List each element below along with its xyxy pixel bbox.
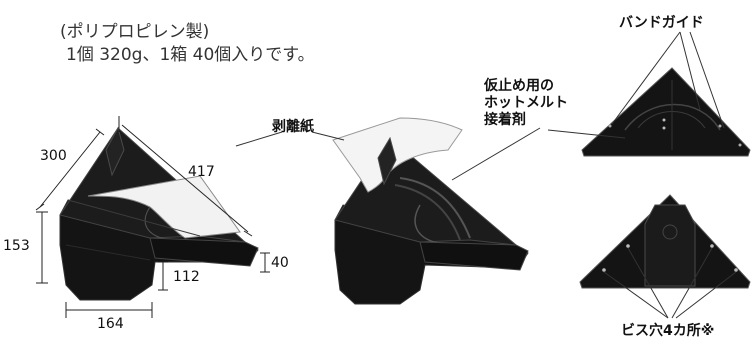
product-1-illustration: [59, 126, 259, 301]
hotmelt-label-line1: 仮止め用の: [484, 78, 554, 94]
hotmelt-label-line2: ホットメルト: [484, 95, 568, 111]
release-paper-peeled-shape: [332, 117, 463, 193]
material-text: (ポリプロピレン製): [60, 22, 210, 42]
product-3-top-view: [581, 67, 751, 157]
dimension-width-top: 300: [40, 148, 67, 164]
dimension-base-width: 164: [97, 316, 124, 332]
release-paper-label: 剥離紙: [272, 119, 314, 135]
hotmelt-label: 仮止め用の ホットメルト 接着剤: [484, 78, 568, 129]
leader-lines: [235, 31, 737, 319]
product-4-bottom-view: [579, 194, 751, 289]
dimension-height: 153: [3, 238, 30, 254]
weight-quantity-text: 1個 320g、1箱 40個入りです。: [66, 45, 315, 65]
product-2-illustration: [332, 117, 529, 305]
screw-holes-label: ビス穴4カ所※: [621, 323, 715, 339]
dimension-inner-height: 112: [173, 269, 200, 285]
dimension-diagonal: 417: [188, 164, 215, 180]
dimension-strap-height: 40: [271, 255, 289, 271]
hotmelt-label-line3: 接着剤: [484, 112, 526, 128]
band-guide-label: バンドガイド: [619, 15, 704, 31]
dimension-lines: [35, 116, 270, 318]
